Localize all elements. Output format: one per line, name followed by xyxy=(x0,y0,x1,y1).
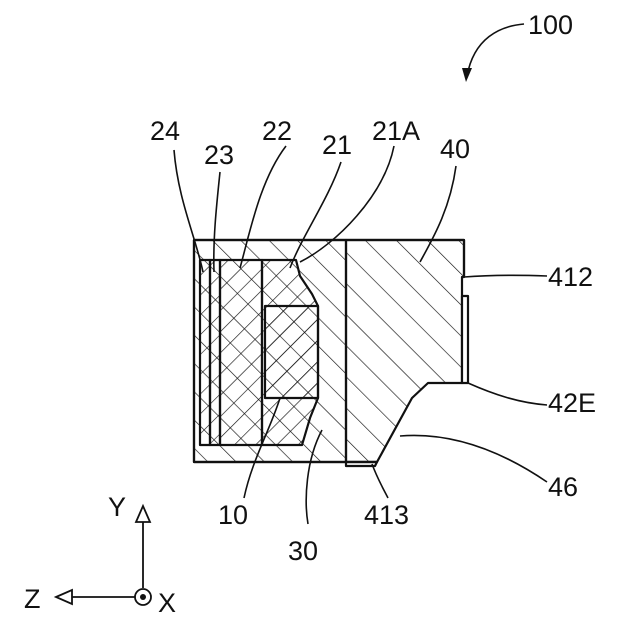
part-24 xyxy=(200,260,210,445)
part-23 xyxy=(210,260,220,445)
label-21A: 21A xyxy=(372,116,420,146)
y-axis-arrowhead xyxy=(136,506,150,522)
label-100: 100 xyxy=(528,10,573,40)
label-21: 21 xyxy=(322,130,352,160)
label-10: 10 xyxy=(218,500,248,530)
part-10 xyxy=(265,306,318,398)
coordinate-axes: Y Z X xyxy=(24,492,176,618)
z-axis-arrowhead xyxy=(56,590,72,604)
axis-label-x: X xyxy=(158,588,176,618)
label-30: 30 xyxy=(288,536,318,566)
part-22 xyxy=(220,260,262,445)
reference-arrowhead xyxy=(462,68,472,82)
reference-100: 100 xyxy=(462,10,573,82)
label-23: 23 xyxy=(204,140,234,170)
axis-label-y: Y xyxy=(108,492,126,522)
x-axis-dot xyxy=(140,594,146,600)
reference-arrow xyxy=(467,24,524,76)
label-22: 22 xyxy=(262,116,292,146)
leader-413 xyxy=(372,464,388,498)
leader-24 xyxy=(174,150,203,272)
leader-46 xyxy=(400,435,547,482)
leader-42E xyxy=(468,383,547,405)
part-40 xyxy=(346,240,464,462)
label-42E: 42E xyxy=(548,388,596,418)
label-40: 40 xyxy=(440,134,470,164)
leader-412 xyxy=(464,275,547,277)
axis-label-z: Z xyxy=(24,584,41,614)
label-24: 24 xyxy=(150,116,180,146)
label-413: 413 xyxy=(364,500,409,530)
label-46: 46 xyxy=(548,472,578,502)
label-412: 412 xyxy=(548,262,593,292)
part-412-plate xyxy=(462,296,468,383)
